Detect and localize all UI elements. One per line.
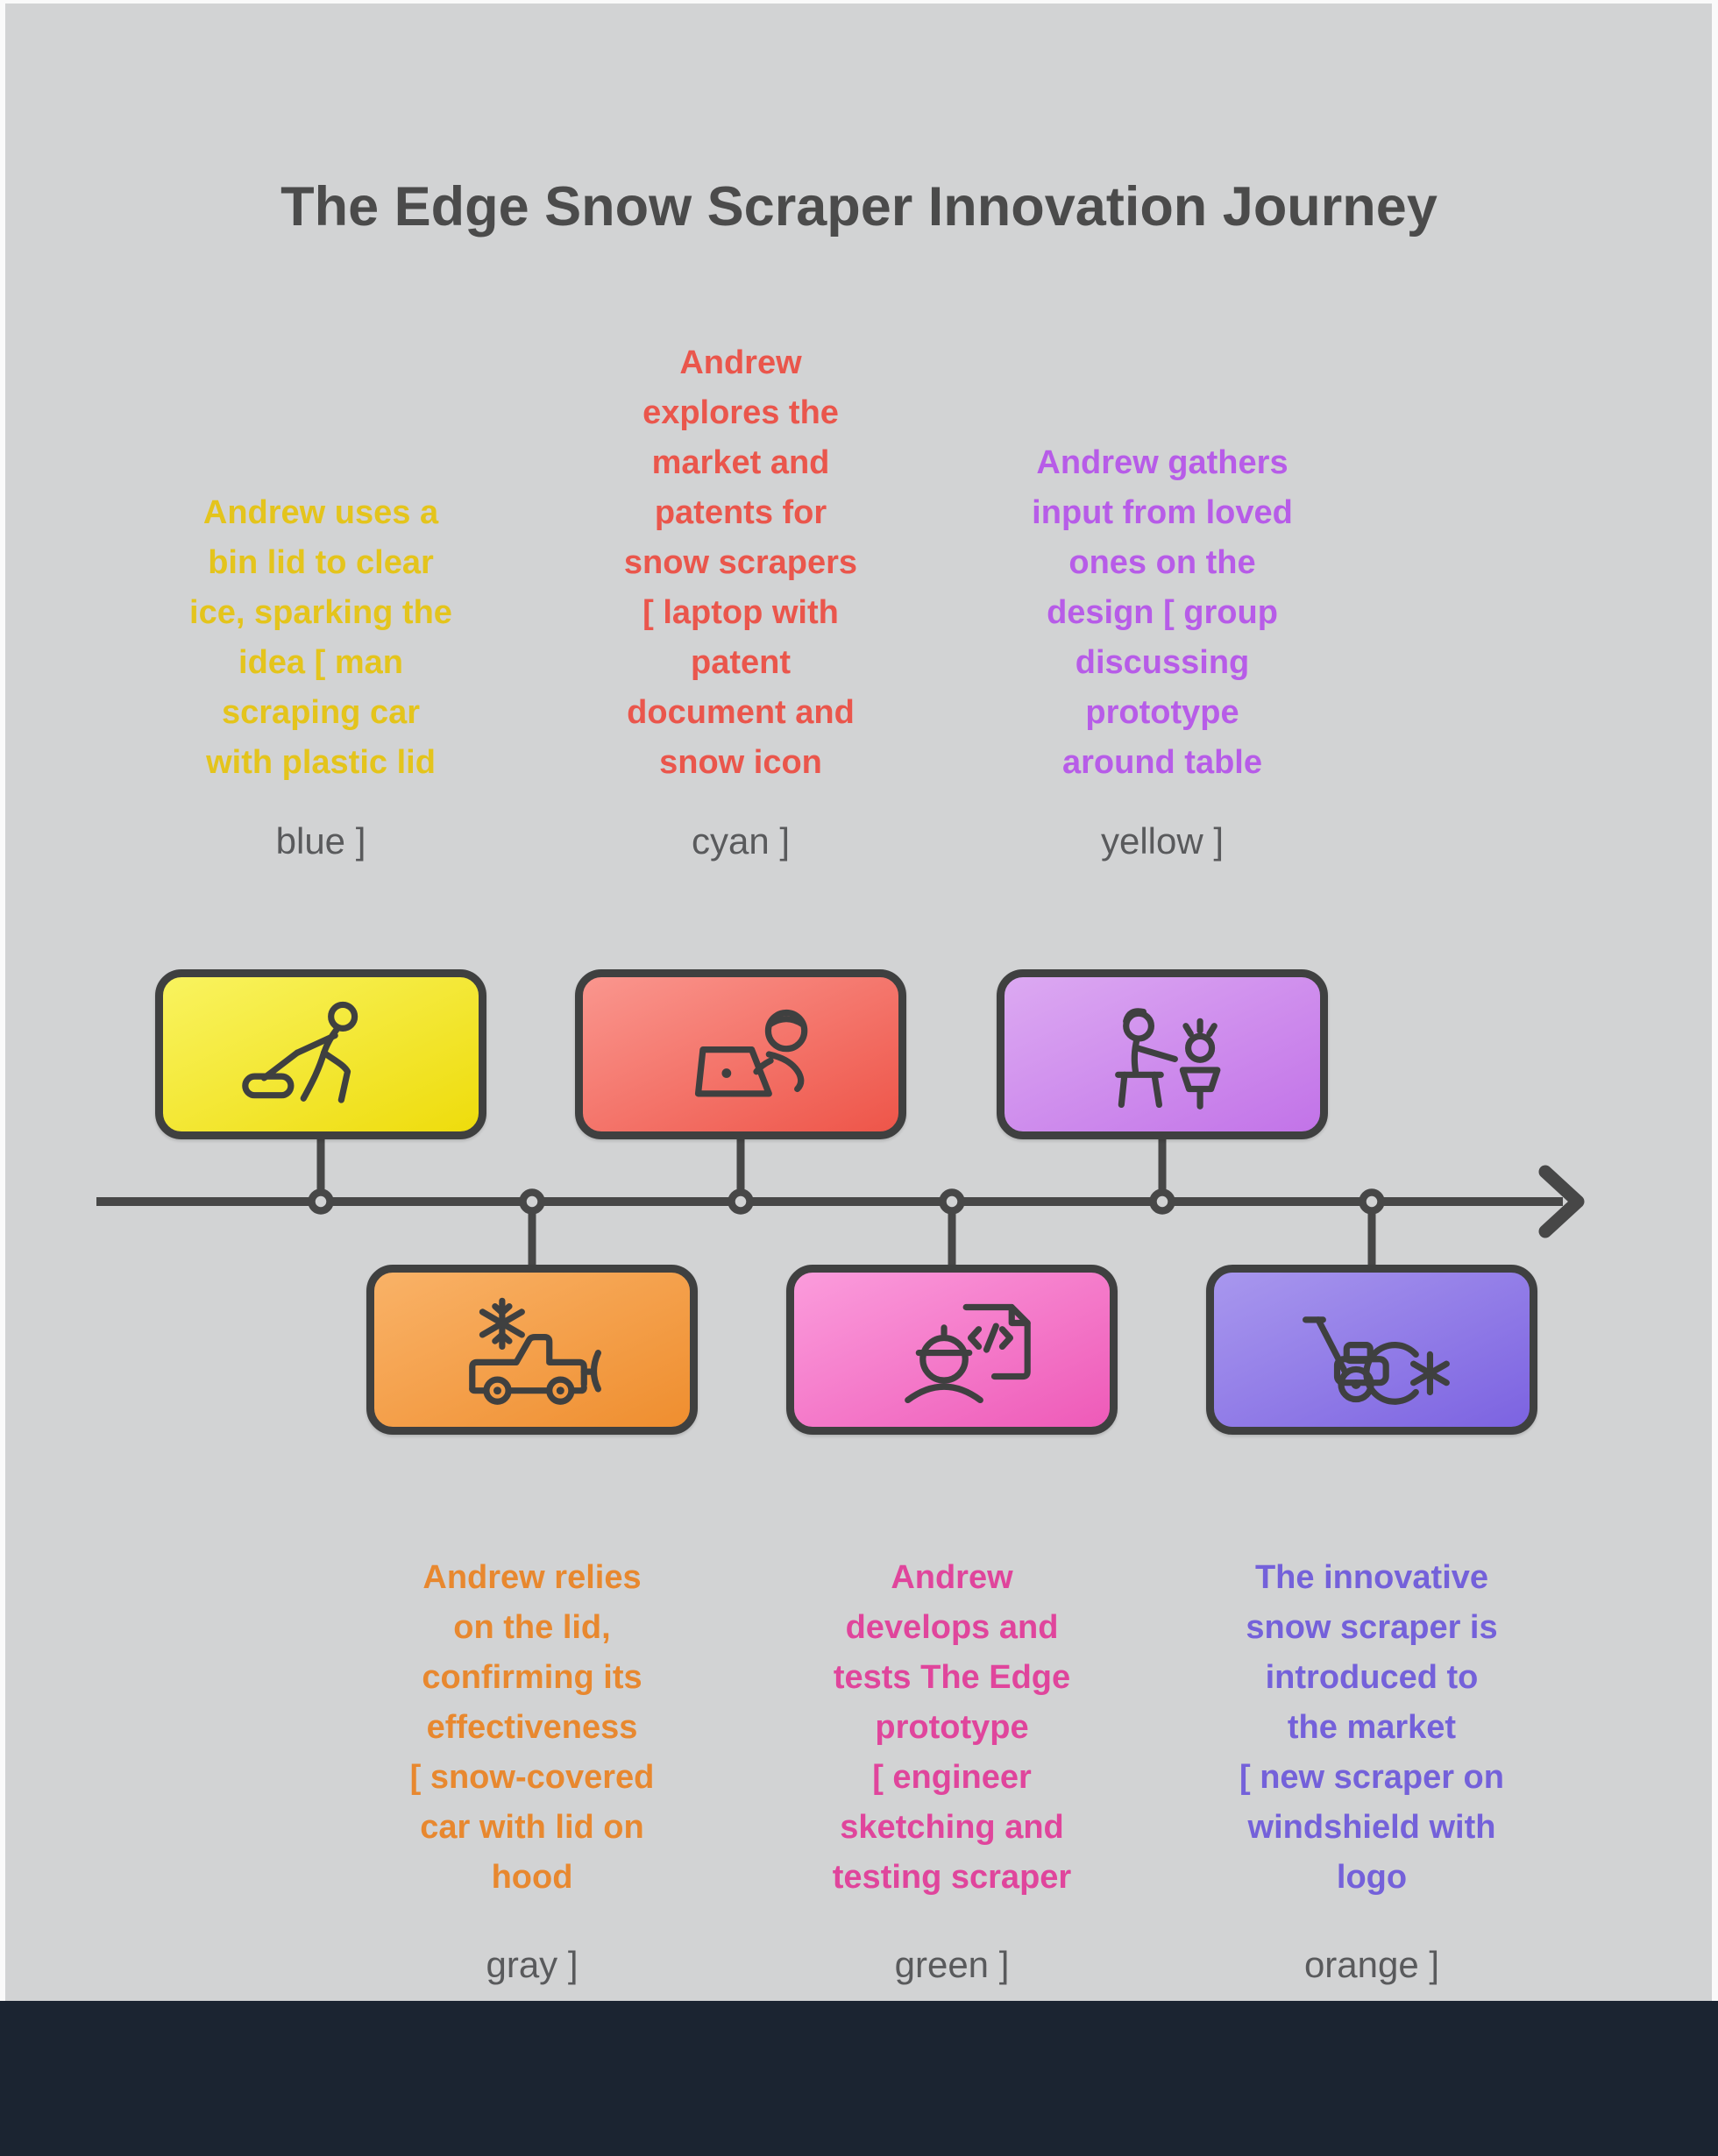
page-title: The Edge Snow Scraper Innovation Journey — [280, 176, 1438, 238]
man-scraping-car-icon — [242, 1001, 359, 1103]
milestone-card — [997, 969, 1328, 1139]
milestone-card — [155, 969, 486, 1139]
engineer-document-icon — [905, 1303, 1031, 1404]
group-discussion-icon — [1115, 1008, 1221, 1110]
milestone-description: Andrew uses a bin lid to clear ice, spar… — [189, 494, 452, 781]
milestone-description: Andrew explores the market and patents f… — [623, 344, 858, 781]
timeline-node — [1359, 1188, 1385, 1215]
snow-blower-icon — [1303, 1316, 1450, 1405]
milestone-description: The innovative snow scraper is introduce… — [1239, 1559, 1504, 1896]
milestone-bracket-label: blue ] — [275, 820, 366, 862]
timeline-node — [308, 1188, 334, 1215]
timeline-node — [1149, 1188, 1175, 1215]
milestone-description: Andrew gathers input from loved ones on … — [1032, 444, 1293, 781]
milestone-bracket-label: yellow ] — [1100, 820, 1225, 862]
milestone-card — [366, 1265, 698, 1435]
milestone-bracket-label: green ] — [894, 1944, 1010, 1985]
timeline-node — [728, 1188, 754, 1215]
laptop-patent-icon — [694, 1009, 808, 1097]
milestone-card — [575, 969, 906, 1139]
timeline-node — [519, 1188, 545, 1215]
timeline-node — [939, 1188, 965, 1215]
milestone-description: Andrew relies on the lid, confirming its… — [409, 1559, 655, 1896]
milestone-description: Andrew develops and tests The Edge proto… — [832, 1559, 1072, 1896]
arrowhead-icon — [1538, 1165, 1585, 1238]
milestone-bracket-label: gray ] — [486, 1944, 579, 1985]
snowplow-truck-icon — [469, 1297, 602, 1405]
footer-band — [0, 2001, 1718, 2156]
milestone-card — [786, 1265, 1118, 1435]
milestone-bracket-label: cyan ] — [691, 820, 791, 862]
milestone-card — [1206, 1265, 1537, 1435]
milestone-bracket-label: orange ] — [1303, 1944, 1440, 1985]
